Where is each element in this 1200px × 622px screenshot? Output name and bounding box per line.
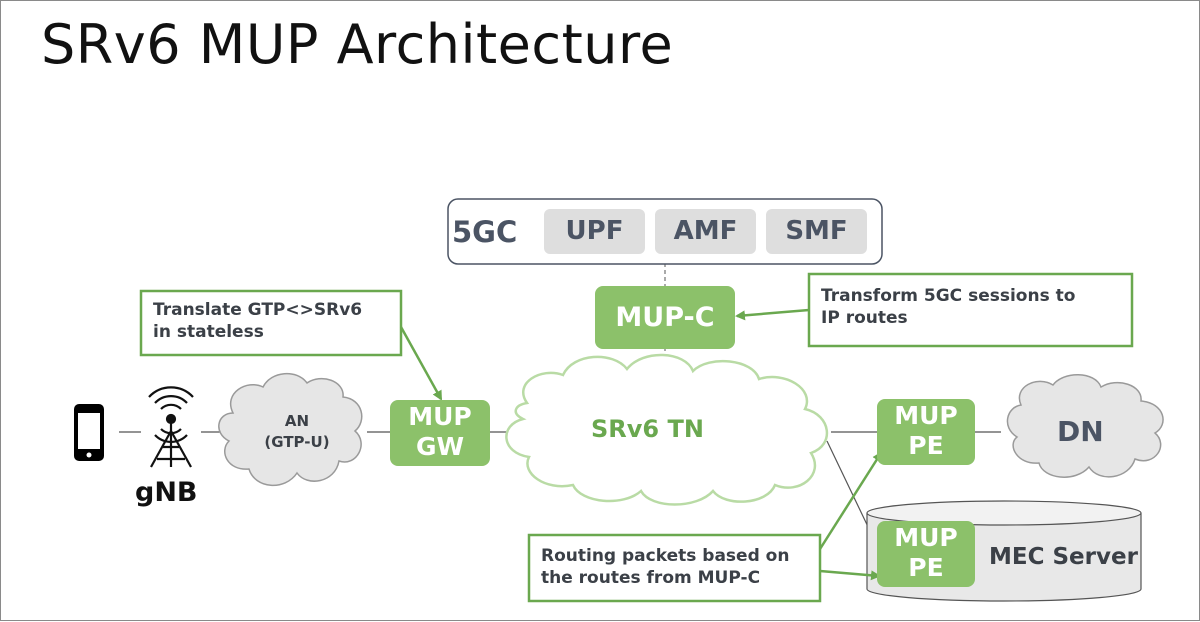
callout-pe-box <box>527 533 822 603</box>
phone-icon <box>74 404 104 461</box>
mup-gw-line2: GW <box>415 432 465 461</box>
mec-cylinder-top <box>866 500 1142 526</box>
dn-cloud <box>1006 374 1164 478</box>
antenna-icon <box>148 386 194 468</box>
an-line2: (GTP-U) <box>264 433 330 451</box>
mup-pe-line2: PE <box>908 431 944 460</box>
callout-gw-text: Translate GTP<>SRv6 in stateless <box>153 299 362 343</box>
callout-gw-line1: Translate GTP<>SRv6 <box>153 300 363 320</box>
mup-gw-node: MUP GW <box>390 400 490 466</box>
callout-gw-box <box>139 289 403 357</box>
mup-pe-mec-node: MUP PE <box>877 521 975 587</box>
core-function-amf: AMF <box>655 209 756 254</box>
callout-c-text: Transform 5GC sessions to IP routes <box>821 285 1075 329</box>
core-function-smf: SMF <box>766 209 867 254</box>
core-function-upf: UPF <box>544 209 645 254</box>
arrow-c <box>735 308 810 321</box>
mup-gw-line1: MUP <box>408 402 472 431</box>
callout-pe-line2: the routes from MUP-C <box>541 568 761 588</box>
mup-c-node: MUP-C <box>595 286 735 349</box>
tn-cloud <box>505 353 828 506</box>
mec-server-label: MEC Server <box>989 544 1138 570</box>
arrow-pe-top <box>818 451 883 550</box>
arrow-pe-bottom <box>819 569 881 581</box>
page-title: SRv6 MUP Architecture <box>41 13 674 76</box>
an-label: AN (GTP-U) <box>247 411 347 453</box>
gnb-label: gNB <box>135 477 198 508</box>
callout-pe-line1: Routing packets based on <box>541 546 790 566</box>
callout-c-line1: Transform 5GC sessions to <box>821 286 1076 306</box>
mup-pe-node: MUP PE <box>877 399 975 465</box>
callout-c-line2: IP routes <box>821 308 908 328</box>
callout-c-box <box>807 272 1134 348</box>
callout-gw-line2: in stateless <box>153 322 264 342</box>
an-line1: AN <box>284 412 310 430</box>
mup-pe-mec-line2: PE <box>908 553 944 582</box>
tn-label: SRv6 TN <box>591 415 704 443</box>
arrow-gw <box>399 326 443 401</box>
dn-label: DN <box>1057 415 1104 448</box>
core-label: 5GC <box>452 215 518 249</box>
an-cloud <box>218 373 363 487</box>
mup-pe-mec-line1: MUP <box>894 523 958 552</box>
mup-pe-line1: MUP <box>894 401 958 430</box>
callout-pe-text: Routing packets based on the routes from… <box>541 545 789 589</box>
link-tn-mec <box>826 440 872 534</box>
